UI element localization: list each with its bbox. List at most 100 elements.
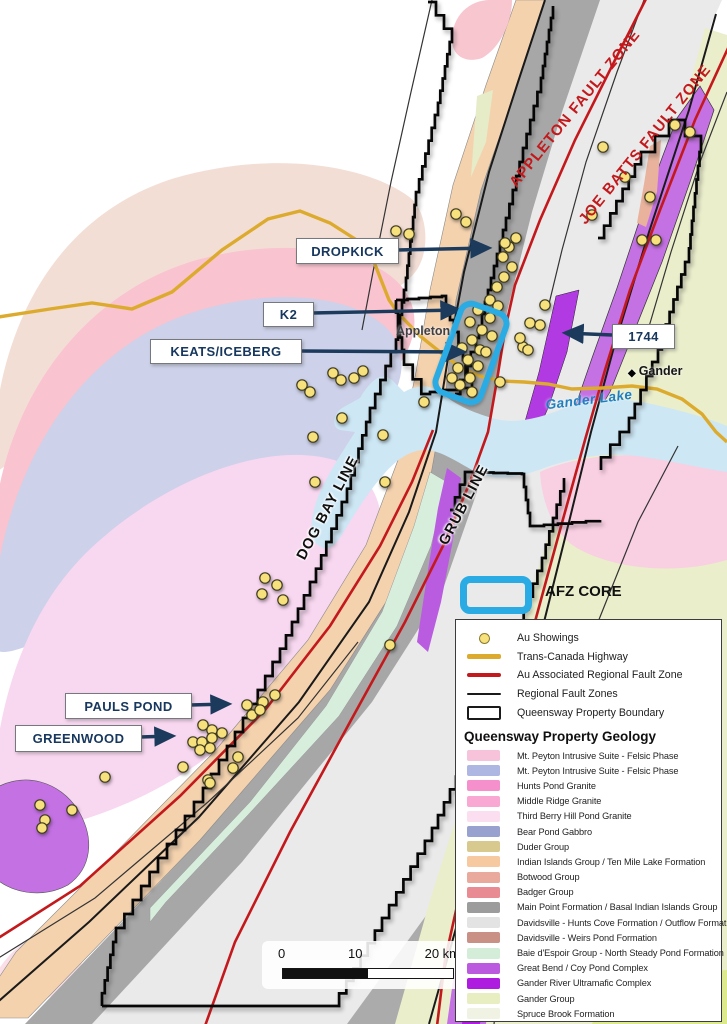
geology-unit-row: Mt. Peyton Intrusive Suite - Felsic Phas…	[464, 748, 715, 763]
geology-unit-row: Middle Ridge Granite	[464, 794, 715, 809]
au-showing-dot	[304, 386, 316, 398]
geology-unit-label: Indian Islands Group / Ten Mile Lake For…	[517, 856, 706, 867]
geology-unit-label: Botwood Group	[517, 872, 580, 883]
au-showing-dot	[644, 191, 656, 203]
geology-unit-row: Spruce Brook Formation	[464, 1006, 715, 1021]
au-showing-dot	[506, 261, 518, 273]
geology-unit-swatch	[467, 765, 500, 777]
au-showing-dot	[227, 762, 239, 774]
scale-tick-20km: 20 km	[424, 946, 460, 961]
au-showing-dot	[522, 344, 534, 356]
geology-unit-label: Spruce Brook Formation	[517, 1008, 615, 1019]
au-showing-dot	[446, 372, 458, 384]
geology-legend-heading: Queensway Property Geology	[464, 728, 657, 744]
geology-unit-swatch	[467, 993, 500, 1005]
au-showing-dot	[34, 799, 46, 811]
au-showing-dot	[464, 316, 476, 328]
au-showing-dot	[472, 360, 484, 372]
au-showing-dot	[484, 312, 496, 324]
legend-symbol-label: Trans-Canada Highway	[517, 650, 628, 663]
legend-symbol-label: Au Showings	[517, 632, 579, 645]
geology-unit-swatch	[467, 1008, 500, 1020]
au-showing-dot	[206, 732, 218, 744]
au-showing-dot	[232, 751, 244, 763]
geology-unit-swatch	[467, 932, 500, 944]
geology-unit-swatch	[467, 810, 500, 822]
callout-dropkick: DROPKICK	[296, 238, 399, 264]
geology-unit-swatch	[467, 841, 500, 853]
au-showing-dot	[204, 777, 216, 789]
au-showing-dot	[484, 294, 496, 306]
au-showing-dot	[357, 365, 369, 377]
geology-unit-label: Third Berry Hill Pond Granite	[517, 811, 632, 822]
au-showing-dot	[259, 572, 271, 584]
au-showing-dot	[296, 379, 308, 391]
geology-unit-label: Great Bend / Coy Pond Complex	[517, 963, 648, 974]
afz-core-key-label: AFZ CORE	[545, 583, 622, 600]
au-showing-dot	[254, 704, 266, 716]
au-showing-dot	[636, 234, 648, 246]
au-showing-dot	[327, 367, 339, 379]
geology-unit-swatch	[467, 871, 500, 883]
geology-unit-label: Mt. Peyton Intrusive Suite - Felsic Phas…	[517, 750, 679, 761]
geology-unit-label: Middle Ridge Granite	[517, 796, 602, 807]
legend-symbol-row: Regional Fault Zones	[464, 685, 715, 704]
geology-unit-row: Davidsville - Hunts Cove Formation / Out…	[464, 915, 727, 930]
geology-unit-swatch	[467, 901, 500, 913]
legend-symbol-label: Queensway Property Boundary	[517, 706, 665, 719]
geology-unit-row: Main Point Formation / Basal Indian Isla…	[464, 900, 718, 915]
geology-unit-swatch	[467, 947, 500, 959]
legend-symbol-label: Au Associated Regional Fault Zone	[517, 669, 683, 682]
geology-unit-row: Mt. Peyton Intrusive Suite - Felsic Phas…	[464, 763, 715, 778]
au-showing-dot	[466, 334, 478, 346]
scale-tick-10: 10	[348, 946, 363, 961]
callout-arrows	[139, 238, 613, 747]
scale-bar: 0 10 20 km	[262, 941, 464, 989]
au-showing-dot	[348, 372, 360, 384]
geology-unit-label: Davidsville - Hunts Cove Formation / Out…	[517, 917, 727, 928]
geology-unit-label: Baie d'Espoir Group - North Steady Pond …	[517, 948, 724, 958]
au-showing-dot	[539, 299, 551, 311]
au-showing-dot	[597, 141, 609, 153]
geology-unit-label: Duder Group	[517, 841, 570, 852]
callout-greenwood: GREENWOOD	[15, 725, 142, 752]
geology-unit-row: Davidsville - Weirs Pond Formation	[464, 930, 715, 945]
geology-unit-swatch	[467, 750, 500, 762]
geology-unit-row: Badger Group	[464, 885, 715, 900]
au-showing-dot	[377, 429, 389, 441]
au-showing-dot	[460, 216, 472, 228]
au-showing-dot	[309, 476, 321, 488]
geology-unit-swatch	[467, 917, 500, 929]
geology-unit-swatch	[467, 856, 500, 868]
au-showing-dot	[452, 362, 464, 374]
geology-unit-row: Hunts Pond Granite	[464, 778, 715, 793]
afz-core-key-swatch	[460, 576, 532, 614]
au-showing-dot	[66, 804, 78, 816]
gander-lake-water	[311, 376, 727, 549]
legend-symbol-row: Au Associated Regional Fault Zone	[464, 666, 715, 685]
au-showing-dot	[403, 228, 415, 240]
geology-unit-label: Mt. Peyton Intrusive Suite - Felsic Phas…	[517, 765, 679, 776]
au-showing-dot	[476, 324, 488, 336]
gander-town-label: ◆Gander	[628, 364, 683, 379]
trans-canada-highway	[0, 209, 727, 444]
au-showing-dot	[466, 386, 478, 398]
scale-bar-fill	[283, 969, 368, 978]
au-showing-dot	[510, 232, 522, 244]
geology-unit-swatch	[467, 780, 500, 792]
au-showing-dot	[514, 332, 526, 344]
callout-pauls-pond: PAULS POND	[65, 693, 192, 719]
au-showing-dot	[492, 300, 504, 312]
au-showing-dot	[497, 251, 509, 263]
au-showing-dot	[418, 396, 430, 408]
geology-unit-label: Main Point Formation / Basal Indian Isla…	[517, 902, 718, 913]
geology-unit-label: Bear Pond Gabbro	[517, 826, 593, 837]
geology-unit-label: Davidsville - Weirs Pond Formation	[517, 932, 657, 943]
callout-1744: 1744	[612, 324, 675, 349]
geology-unit-swatch	[467, 977, 500, 989]
geology-unit-label: Hunts Pond Granite	[517, 780, 596, 791]
au-showing-icon	[464, 632, 504, 644]
au-showing-dot	[480, 346, 492, 358]
